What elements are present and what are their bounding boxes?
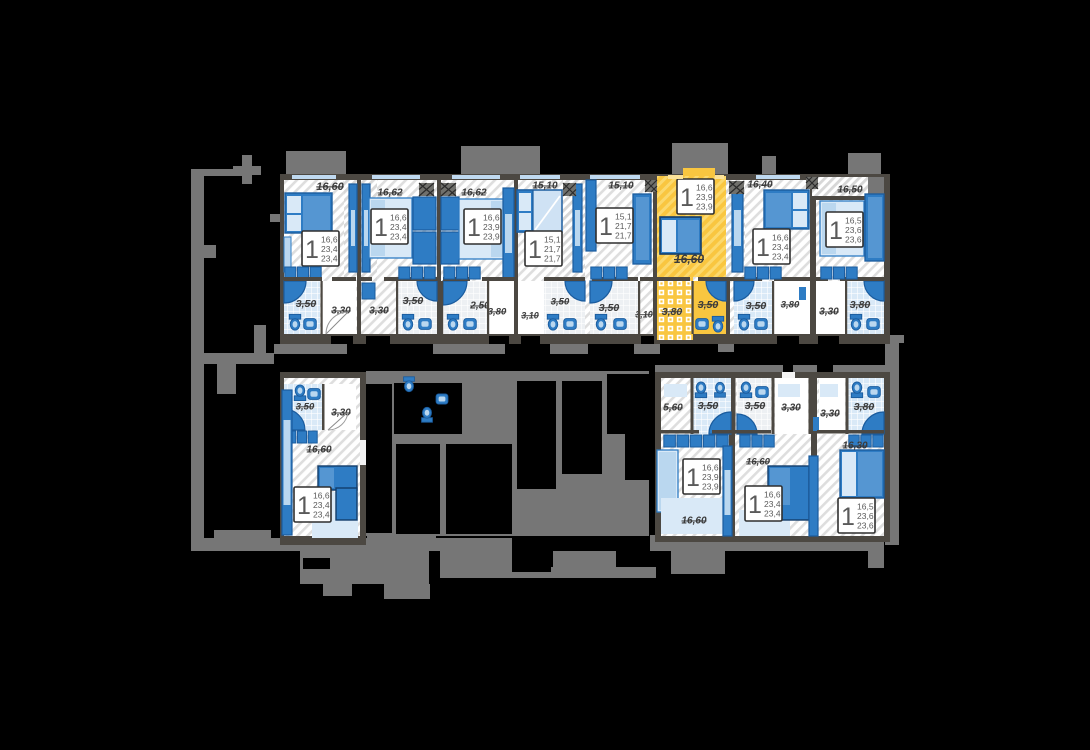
- svg-text:3,50: 3,50: [296, 298, 317, 310]
- svg-text:23,4: 23,4: [390, 222, 407, 232]
- svg-text:3,50: 3,50: [745, 400, 766, 412]
- svg-text:16,6: 16,6: [702, 463, 719, 473]
- svg-text:1: 1: [599, 213, 613, 241]
- svg-text:1: 1: [829, 217, 843, 245]
- svg-text:15,1: 15,1: [615, 212, 632, 222]
- svg-text:16,30: 16,30: [842, 441, 867, 452]
- svg-text:3,50: 3,50: [746, 300, 767, 312]
- svg-text:3,50: 3,50: [698, 299, 719, 311]
- svg-text:21,7: 21,7: [544, 253, 561, 263]
- svg-text:23,9: 23,9: [696, 192, 713, 202]
- svg-text:5,60: 5,60: [663, 403, 683, 414]
- svg-text:23,9: 23,9: [483, 231, 500, 241]
- svg-text:23,4: 23,4: [390, 231, 407, 241]
- svg-text:1: 1: [305, 236, 319, 264]
- svg-text:16,6: 16,6: [321, 235, 338, 245]
- svg-text:16,6: 16,6: [764, 490, 781, 500]
- svg-text:3,80: 3,80: [781, 300, 800, 311]
- svg-text:23,9: 23,9: [483, 222, 500, 232]
- svg-text:16,5: 16,5: [857, 502, 874, 512]
- svg-text:3,30: 3,30: [781, 403, 801, 414]
- svg-text:3,50: 3,50: [296, 402, 315, 413]
- svg-text:16,62: 16,62: [461, 188, 486, 199]
- svg-text:23,4: 23,4: [313, 509, 330, 519]
- svg-text:23,4: 23,4: [321, 253, 338, 263]
- svg-text:23,6: 23,6: [845, 234, 862, 244]
- svg-text:3,10: 3,10: [635, 309, 653, 319]
- svg-text:16,62: 16,62: [377, 188, 402, 199]
- svg-text:23,4: 23,4: [313, 500, 330, 510]
- svg-text:23,4: 23,4: [772, 242, 789, 252]
- svg-text:16,5: 16,5: [845, 216, 862, 226]
- svg-text:1: 1: [297, 492, 311, 520]
- svg-text:3,30: 3,30: [369, 306, 389, 317]
- svg-text:23,4: 23,4: [321, 244, 338, 254]
- svg-text:21,7: 21,7: [615, 221, 632, 231]
- svg-text:23,9: 23,9: [702, 472, 719, 482]
- svg-text:3,80: 3,80: [488, 307, 507, 318]
- svg-text:23,6: 23,6: [857, 511, 874, 521]
- svg-text:16,6: 16,6: [313, 491, 330, 501]
- svg-text:21,7: 21,7: [615, 230, 632, 240]
- svg-text:15,10: 15,10: [608, 181, 633, 192]
- svg-text:16,60: 16,60: [316, 181, 344, 193]
- svg-text:3,80: 3,80: [854, 401, 875, 413]
- svg-text:1: 1: [748, 491, 762, 519]
- svg-text:1: 1: [467, 214, 481, 242]
- svg-text:3,50: 3,50: [403, 295, 424, 307]
- svg-text:16,50: 16,50: [837, 185, 862, 196]
- svg-text:3,50: 3,50: [698, 400, 719, 412]
- svg-text:1: 1: [374, 214, 388, 242]
- svg-text:23,4: 23,4: [772, 251, 789, 261]
- svg-text:3,80: 3,80: [662, 306, 683, 318]
- svg-text:23,9: 23,9: [696, 201, 713, 211]
- svg-text:23,6: 23,6: [857, 520, 874, 530]
- svg-text:23,6: 23,6: [845, 225, 862, 235]
- svg-text:16,60: 16,60: [306, 445, 331, 456]
- svg-text:16,60: 16,60: [746, 457, 770, 468]
- svg-text:1: 1: [528, 236, 542, 264]
- svg-text:2,50: 2,50: [469, 301, 490, 312]
- svg-text:3,30: 3,30: [819, 307, 839, 318]
- svg-text:15,10: 15,10: [532, 181, 557, 192]
- svg-text:16,60: 16,60: [674, 252, 704, 266]
- svg-text:3,50: 3,50: [599, 302, 620, 314]
- svg-text:23,4: 23,4: [764, 508, 781, 518]
- svg-text:16,6: 16,6: [483, 213, 500, 223]
- svg-text:3,30: 3,30: [820, 409, 840, 420]
- svg-text:16,6: 16,6: [772, 233, 789, 243]
- svg-text:1: 1: [841, 503, 855, 531]
- svg-text:1: 1: [686, 464, 700, 492]
- svg-text:3,10: 3,10: [521, 310, 539, 320]
- svg-text:21,7: 21,7: [544, 244, 561, 254]
- svg-text:15,1: 15,1: [544, 235, 561, 245]
- svg-text:3,50: 3,50: [551, 297, 570, 308]
- svg-text:16,6: 16,6: [696, 183, 713, 193]
- svg-text:3,80: 3,80: [850, 299, 871, 311]
- svg-text:1: 1: [680, 184, 694, 212]
- svg-text:3,30: 3,30: [331, 408, 351, 419]
- svg-text:16,40: 16,40: [747, 180, 772, 191]
- svg-text:23,9: 23,9: [702, 481, 719, 491]
- svg-text:16,60: 16,60: [681, 516, 706, 527]
- svg-text:23,4: 23,4: [764, 499, 781, 509]
- svg-text:1: 1: [756, 234, 770, 262]
- svg-text:16,6: 16,6: [390, 213, 407, 223]
- svg-text:3,30: 3,30: [331, 306, 351, 317]
